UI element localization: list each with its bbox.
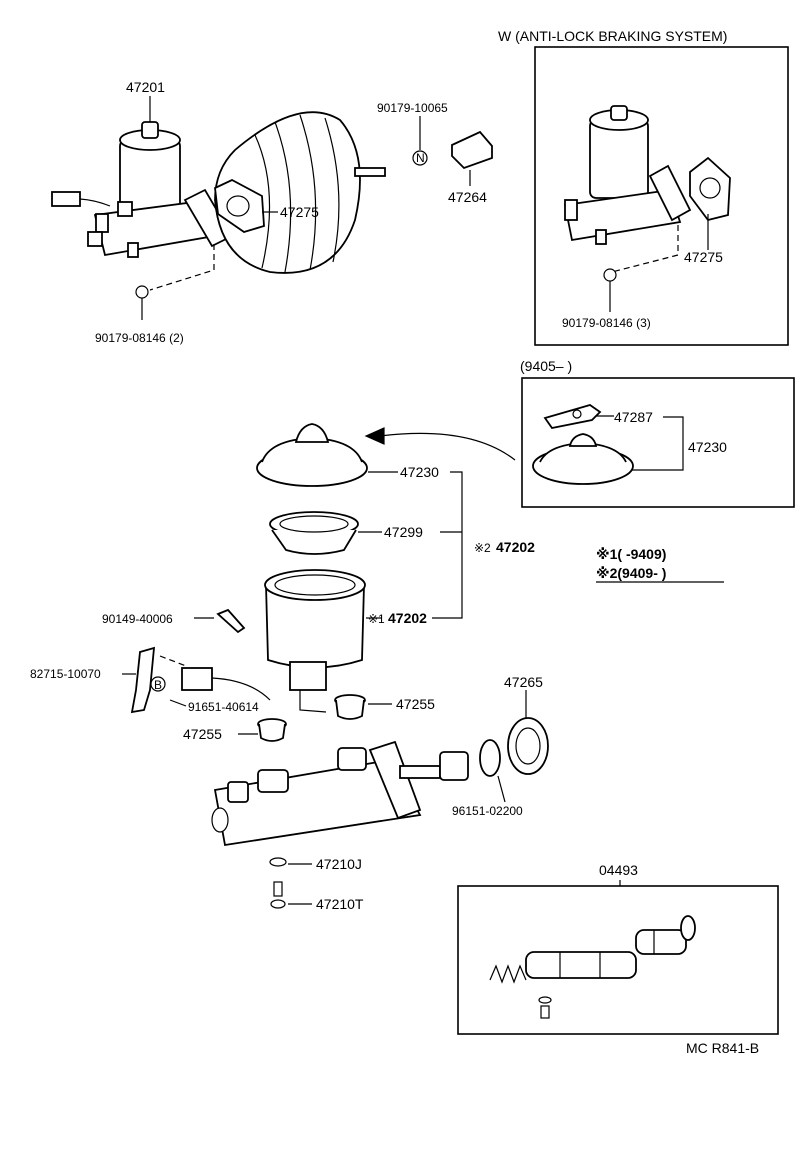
abs-title: W (ANTI-LOCK BRAKING SYSTEM) (498, 28, 727, 44)
label-47275-abs: 47275 (684, 249, 723, 265)
label-47230-cap: 47230 (400, 464, 439, 480)
reservoir-exploded: 47230 47299 ※2 47202 ※1 47202 90149-4000… (30, 423, 535, 742)
master-cylinder-body: 96151-02200 47265 47210J 47210T (211, 674, 549, 912)
label-47230-variant: 47230 (688, 439, 727, 455)
label-47265: 47265 (504, 674, 543, 690)
label-04493: 04493 (599, 862, 638, 878)
label-47202-2: 47202 (496, 539, 535, 555)
label-90179-08146-3: 90179-08146 (3) (562, 316, 651, 330)
label-47202-1: 47202 (388, 610, 427, 626)
diagram-code: MC R841-B (686, 1040, 759, 1056)
nut-mark-n: N (416, 151, 425, 165)
bolt-mark-b: B (154, 678, 162, 692)
label-47255-right: 47255 (396, 696, 435, 712)
cap-variant-period: (9405– ) (520, 358, 572, 374)
label-90179-10065: 90179-10065 (377, 101, 448, 115)
label-47264: 47264 (448, 189, 487, 205)
cap-variant-section: (9405– ) 47287 47230 (364, 358, 795, 508)
note-1: ※1( -9409) (596, 546, 666, 562)
label-82715-10070: 82715-10070 (30, 667, 101, 681)
mark-2: ※2 (474, 541, 491, 555)
kit-box (457, 885, 779, 1035)
label-96151-02200: 96151-02200 (452, 804, 523, 818)
label-90149-40006: 90149-40006 (102, 612, 173, 626)
label-47255-left: 47255 (183, 726, 222, 742)
abs-box (534, 46, 789, 346)
abs-section: W (ANTI-LOCK BRAKING SYSTEM) 47275 90179… (498, 28, 789, 346)
label-47201: 47201 (126, 79, 165, 95)
note-2: ※2(9409- ) (596, 565, 666, 581)
label-91651-40614: 91651-40614 (188, 700, 259, 714)
mark-1: ※1 (368, 612, 385, 626)
label-47299: 47299 (384, 524, 423, 540)
label-47287: 47287 (614, 409, 653, 425)
notes: ※1( -9409) ※2(9409- ) (596, 546, 724, 583)
repair-kit: 04493 (457, 862, 779, 1035)
label-47275-upper: 47275 (280, 204, 319, 220)
upper-master-cylinder-assembly: 47201 47275 90179-08146 (2) 90179-10065 … (51, 79, 493, 345)
cap-variant-box (521, 377, 795, 508)
label-47210j: 47210J (316, 856, 362, 872)
label-90179-08146-2: 90179-08146 (2) (95, 331, 184, 345)
label-47210t: 47210T (316, 896, 364, 912)
